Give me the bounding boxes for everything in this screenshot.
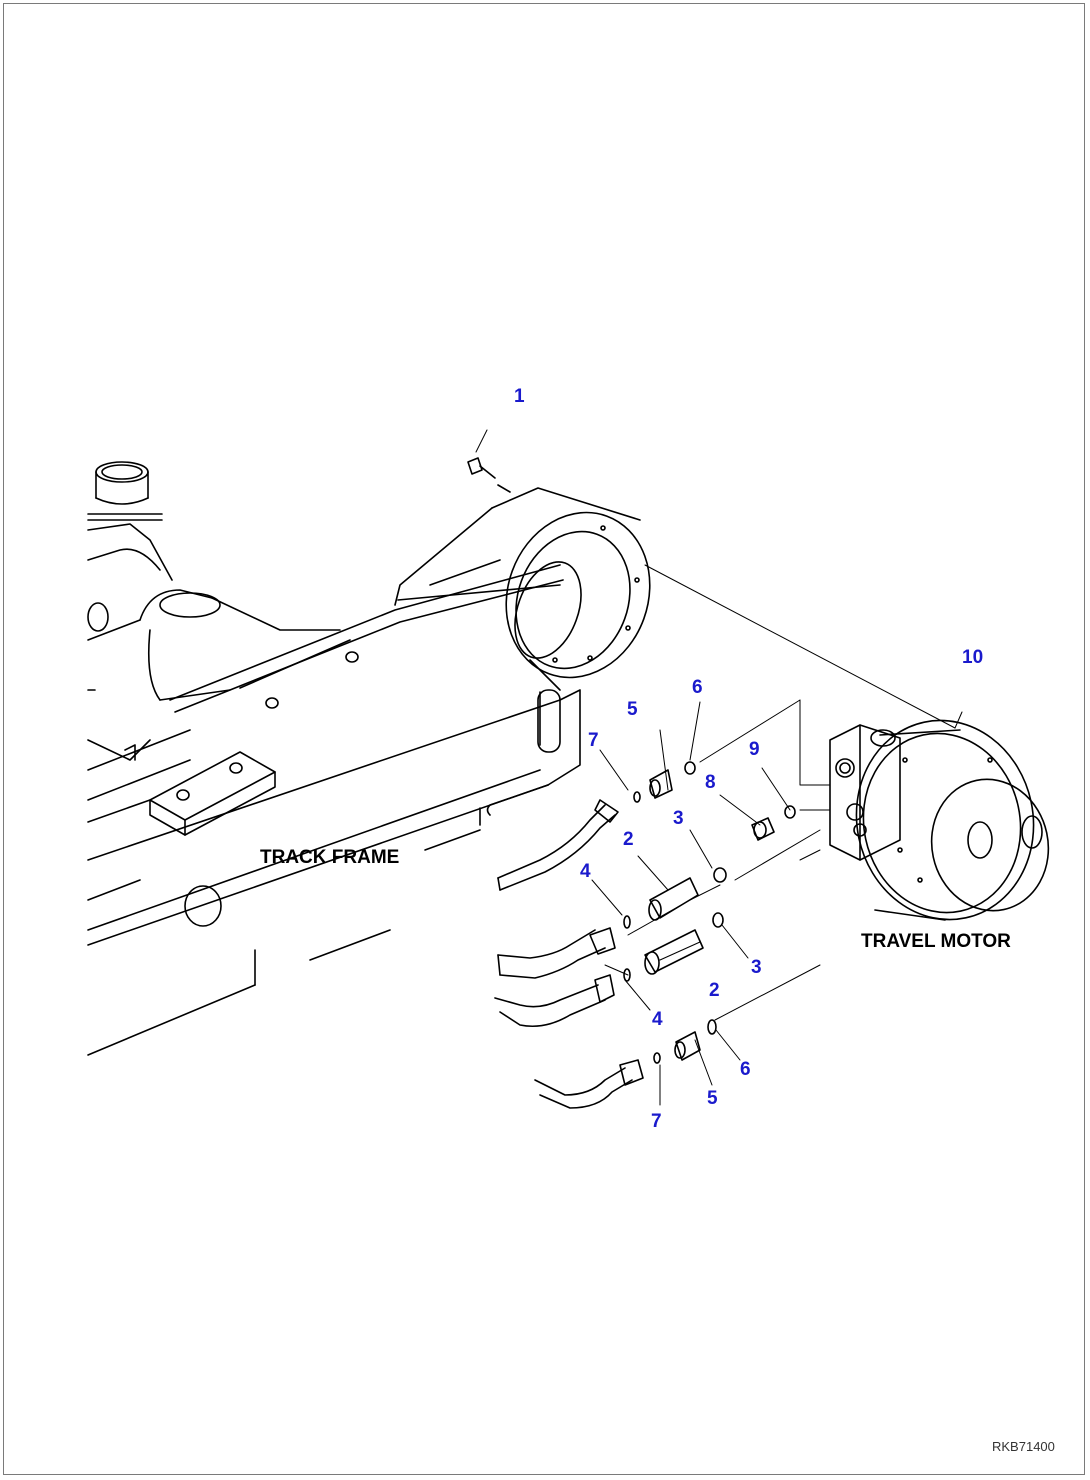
- track-frame: [87, 461, 651, 1056]
- callout-8: 8: [705, 772, 716, 793]
- callout-3-upper: 3: [673, 808, 684, 829]
- callout-5-lower: 5: [707, 1088, 718, 1109]
- callout-6-lower: 6: [740, 1059, 751, 1080]
- callout-4-lower: 4: [652, 1009, 663, 1030]
- callout-9: 9: [749, 739, 760, 760]
- callout-1: 1: [514, 386, 525, 407]
- callout-7-upper: 7: [588, 730, 599, 751]
- callout-5-upper: 5: [627, 699, 638, 720]
- callout-7-lower: 7: [651, 1111, 662, 1132]
- bolt-part: [467, 429, 511, 493]
- callout-4-upper: 4: [580, 861, 591, 882]
- callout-6-upper: 6: [692, 677, 703, 698]
- track-frame-label: TRACK FRAME: [260, 847, 400, 868]
- hoses: [494, 799, 644, 1109]
- figure-code: RKB71400: [992, 1439, 1055, 1454]
- drawing-border: [3, 3, 1085, 1475]
- leader-lines: [591, 699, 831, 1106]
- callout-10: 10: [962, 647, 984, 668]
- callout-3-lower: 3: [751, 957, 762, 978]
- travel-motor: [829, 711, 1050, 921]
- callout-2-lower: 2: [709, 980, 720, 1001]
- callout-2-upper: 2: [623, 829, 634, 850]
- travel-motor-label: TRAVEL MOTOR: [861, 931, 1011, 952]
- assembly-line: [644, 564, 956, 729]
- fittings: [623, 761, 796, 1064]
